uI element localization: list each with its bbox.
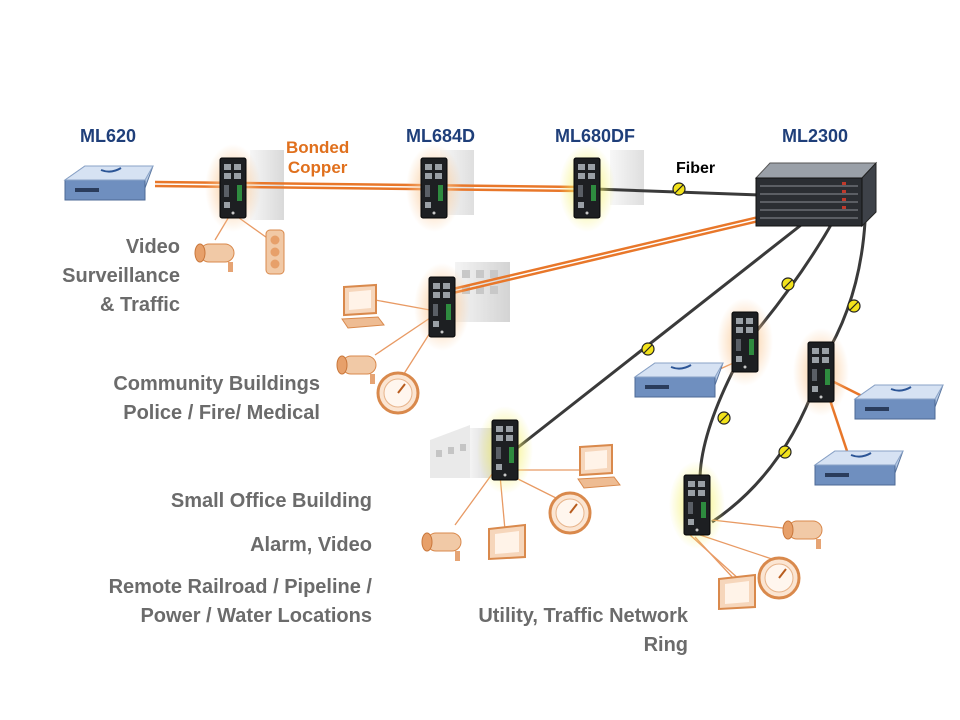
video-surveillance-label: Video Surveillance & Traffic	[62, 233, 180, 320]
computer-icon	[577, 444, 621, 489]
utility-line-2: Ring	[643, 634, 688, 656]
switch-icon	[731, 311, 759, 373]
monitor-icon	[718, 574, 756, 610]
utility-line-1: Utility, Traffic Network	[478, 605, 688, 627]
computer-icon	[341, 284, 385, 329]
ml684d-switch-icon	[420, 157, 448, 219]
modem-icon	[634, 362, 724, 398]
ml2300-chassis-icon	[754, 161, 878, 228]
modem-icon	[814, 450, 904, 486]
fiber-label: Fiber	[676, 160, 716, 177]
gauge-icon	[548, 491, 592, 535]
community-line-2: Police / Fire/ Medical	[123, 402, 320, 424]
traffic-light-icon	[265, 229, 285, 275]
bonded-copper-label: Bonded Copper	[286, 138, 349, 178]
fiber-markers	[641, 182, 861, 459]
camera-icon	[336, 355, 377, 385]
ml684d-label: ML684D	[406, 126, 476, 146]
gauge-icon	[376, 371, 420, 415]
remote-line-1: Remote Railroad / Pipeline /	[108, 576, 372, 598]
video-line-3: & Traffic	[99, 294, 180, 316]
remote-locations-label: Remote Railroad / Pipeline / Power / Wat…	[109, 573, 372, 631]
bonded-line-1: Bonded	[286, 138, 350, 157]
community-line-1: Community Buildings	[113, 373, 320, 395]
switch-icon	[683, 474, 711, 536]
remote-line-2: Power / Water Locations	[140, 605, 372, 627]
ml680df-label: ML680DF	[555, 126, 636, 146]
switch-icon	[428, 276, 456, 338]
ml2300-label: ML2300	[782, 126, 849, 146]
community-buildings-label: Community Buildings Police / Fire/ Medic…	[113, 370, 320, 428]
ml620-modem-icon	[64, 165, 154, 201]
gauge-icon	[757, 556, 801, 600]
switch-icon	[219, 157, 247, 219]
utility-ring-label: Utility, Traffic Network Ring	[478, 602, 688, 660]
camera-icon	[194, 243, 235, 273]
ml620-label: ML620	[80, 126, 137, 146]
video-line-2: Surveillance	[62, 265, 180, 287]
camera-icon	[782, 520, 823, 550]
ml680df-switch-icon	[573, 157, 601, 219]
small-office-label: Small Office Building	[170, 490, 372, 512]
video-line-1: Video	[125, 236, 180, 258]
monitor-icon	[488, 524, 526, 560]
building-icon	[610, 150, 644, 205]
switch-icon	[807, 341, 835, 403]
switch-icon	[491, 419, 519, 481]
modem-icon	[854, 384, 944, 420]
alarm-video-label: Alarm, Video	[250, 534, 372, 556]
camera-icon	[421, 532, 462, 562]
bonded-line-2: Copper	[287, 158, 348, 177]
